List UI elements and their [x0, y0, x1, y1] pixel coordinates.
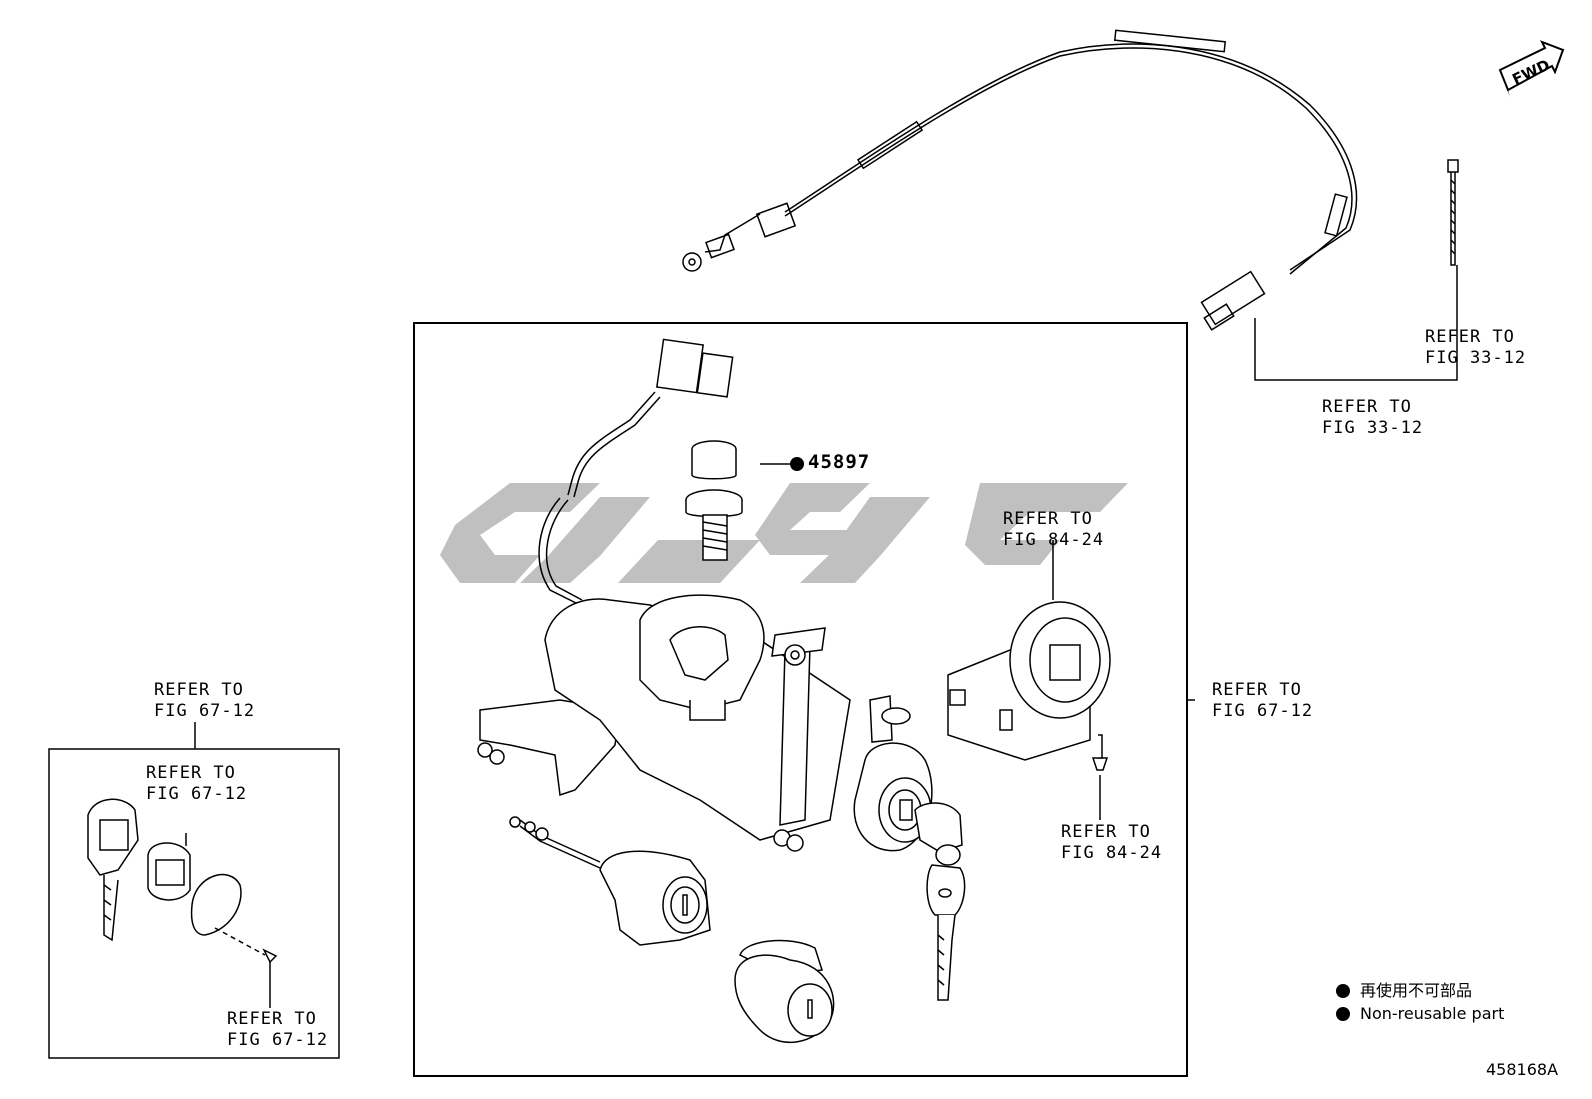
screw-84-24 [1091, 734, 1109, 771]
legend-dot-icon [1336, 984, 1350, 998]
cable-tie [1447, 159, 1459, 266]
steering-lock-assembly [477, 594, 933, 852]
illustration-number: 458168A [1486, 1060, 1559, 1079]
legend-en: Non-reusable part [1336, 1004, 1504, 1024]
fwd-arrow-icon: FWD [1498, 40, 1565, 97]
luggage-cylinder [734, 939, 835, 1044]
legend-jp: 再使用不可部品 [1336, 981, 1504, 1001]
legend-dot-icon [1336, 1007, 1350, 1021]
ignition-key [914, 802, 966, 1001]
legend: 再使用不可部品 Non-reusable part [1336, 981, 1504, 1024]
part-number-45897: 45897 [808, 451, 871, 473]
key-amplifier [947, 601, 1111, 761]
key-inset-frame [48, 748, 340, 1059]
non-reusable-dot [790, 457, 804, 471]
door-lock-cylinder [509, 816, 711, 946]
shift-lock-cable [682, 29, 1358, 331]
watermark-logo [440, 483, 1128, 583]
bolt-45897 [685, 440, 743, 561]
ignition-harness [538, 338, 734, 606]
inset-key-parts [87, 798, 278, 964]
